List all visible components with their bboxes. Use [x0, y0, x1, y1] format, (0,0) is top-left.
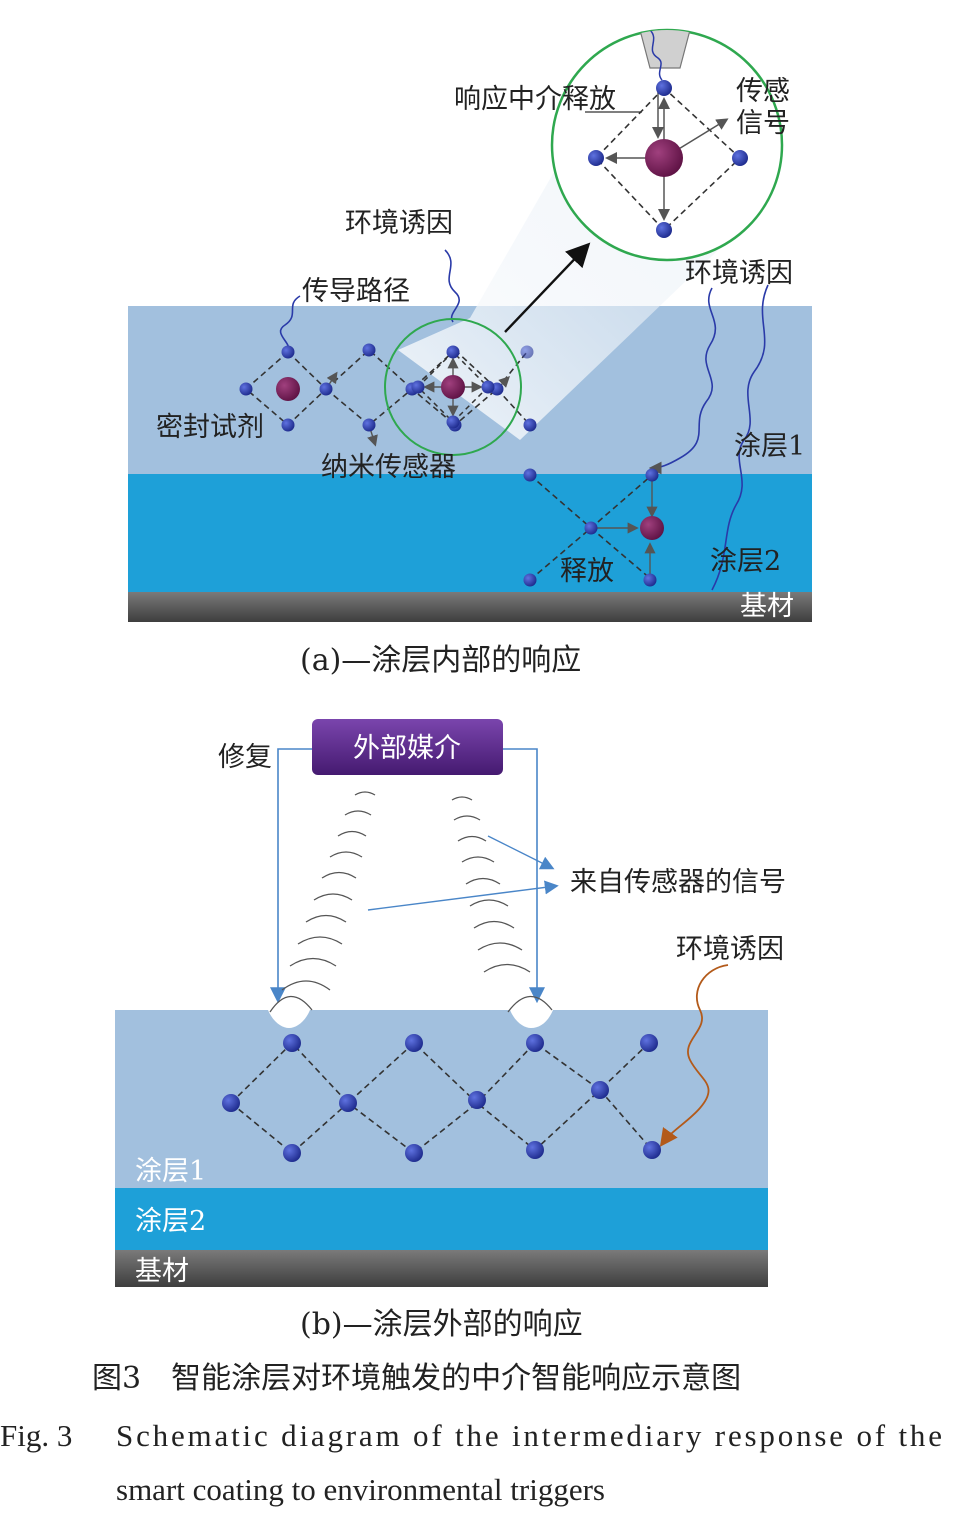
env-trigger-curve-a	[444, 249, 460, 323]
label-sensor-signal: 来自传感器的信号	[570, 867, 786, 898]
sensor-lattice-b	[230, 1041, 653, 1155]
env-trigger-curve-orange	[659, 964, 729, 1147]
label-external-medium: 外部媒介	[353, 733, 461, 764]
figure-caption-en-line2: smart coating to environmental triggers	[116, 1472, 605, 1507]
label-conduction-path: 传导路径	[302, 276, 410, 307]
detail-ring-large	[550, 28, 784, 262]
caption-panel-a: (a)—涂层内部的响应	[300, 643, 581, 678]
repair-line-left	[270, 748, 312, 1004]
substrate-layer-b	[115, 1250, 768, 1287]
sealant-agent	[276, 377, 300, 401]
label-substrate-a: 基材	[740, 591, 794, 622]
external-medium-box	[312, 719, 503, 775]
conduction-path-curve	[279, 295, 301, 351]
env-trigger-curve-b	[648, 287, 717, 475]
repair-line-right	[503, 748, 545, 1004]
caption-panel-b: (b)—涂层外部的响应	[300, 1307, 583, 1342]
signal-waves-right	[451, 796, 553, 1013]
zoom-arrow	[504, 242, 591, 333]
label-coating1-a: 涂层1	[734, 431, 805, 462]
panel-a: 响应中介释放 传感 信号 环境诱因 传导路径 环境诱因 密封试剂 纳米传感器 涂…	[128, 28, 812, 678]
label-env-trigger-right: 环境诱因	[685, 258, 793, 289]
label-substrate-b: 基材	[135, 1256, 189, 1287]
coating2-layer-b	[115, 1188, 768, 1250]
released-agent-a	[640, 516, 664, 540]
label-coating2-b: 涂层2	[135, 1206, 206, 1237]
label-sensing-signal-1: 传感	[736, 76, 790, 107]
label-coating2-a: 涂层2	[710, 546, 781, 577]
label-nanosensor: 纳米传感器	[321, 452, 456, 483]
label-response-release: 响应中介释放	[454, 84, 616, 115]
label-repair: 修复	[218, 742, 272, 773]
label-env-trigger-left: 环境诱因	[345, 208, 453, 239]
label-release: 释放	[560, 556, 614, 587]
label-env-trigger-b: 环境诱因	[676, 934, 784, 965]
substrate-layer	[128, 592, 812, 622]
figure-caption-cn: 图3 智能涂层对环境触发的中介智能响应示意图	[92, 1361, 741, 1396]
panel-b: 外部媒介	[115, 719, 786, 1342]
detail-ring-small	[384, 318, 522, 456]
label-sealant: 密封试剂	[156, 412, 264, 443]
sensor-nodes-a	[239, 343, 659, 587]
label-sensing-signal-2: 信号	[736, 108, 790, 139]
coating2-layer	[128, 474, 812, 592]
figure-caption-en-prefix: Fig. 3	[0, 1418, 72, 1453]
coating1-layer-b	[115, 1010, 768, 1188]
sensor-nodes-b	[222, 1034, 661, 1162]
signal-waves-left	[269, 791, 376, 1013]
figure-caption-en-line1: Schematic diagram of the intermediary re…	[116, 1418, 942, 1453]
label-coating1-b: 涂层1	[135, 1156, 206, 1187]
env-trigger-curve-c	[711, 284, 769, 591]
